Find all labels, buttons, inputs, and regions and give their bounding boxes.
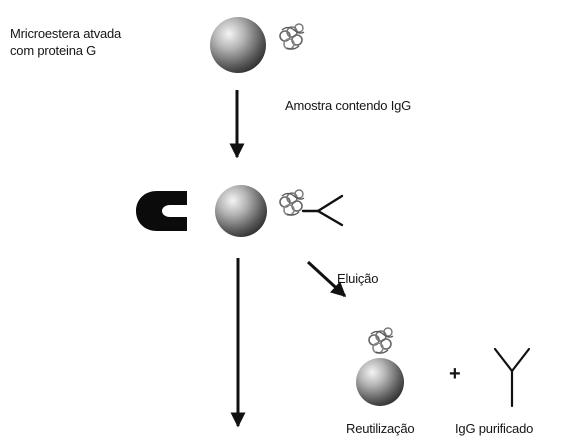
arrow-diagonal-icon	[308, 262, 345, 296]
antibody-icon	[303, 196, 342, 225]
protein-g-icon	[280, 190, 304, 215]
magnet-icon	[136, 191, 187, 231]
bead-icon	[210, 17, 266, 73]
bead-icon	[356, 358, 404, 406]
antibody-icon	[495, 349, 529, 406]
bead-icon	[215, 185, 267, 237]
protein-g-icon	[369, 328, 393, 353]
protein-g-icon	[280, 24, 304, 49]
